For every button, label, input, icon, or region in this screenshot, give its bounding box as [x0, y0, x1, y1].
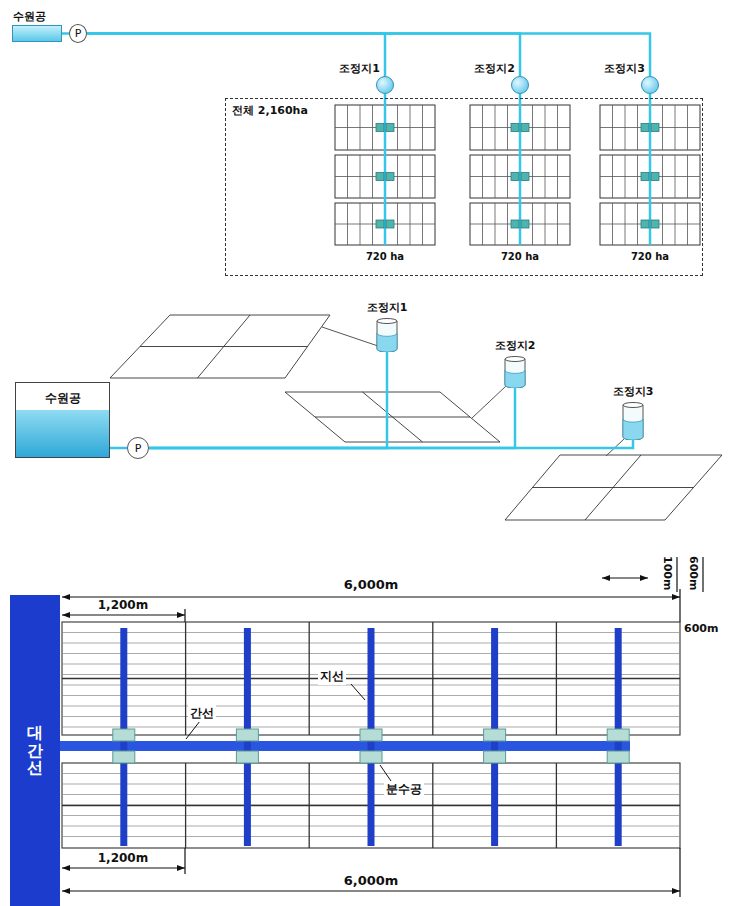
callout-label: 지선	[318, 668, 346, 685]
dimension-label: 1,200m	[96, 851, 150, 865]
node-heading: 조정지1	[339, 61, 380, 76]
regulating-tank: 조정지3	[622, 402, 644, 440]
water-source: 수원공	[15, 382, 110, 458]
node-heading: 조정지2	[474, 61, 515, 76]
node-heading: 수원공	[13, 9, 46, 24]
node-heading: 조정지2	[495, 338, 536, 353]
leader-line	[322, 327, 624, 456]
tank-outline	[504, 356, 526, 388]
callout-label: 분수공	[384, 781, 424, 798]
node-label: P	[135, 442, 142, 455]
main-canal: 대간선	[10, 595, 60, 906]
area-label: 720 ha	[501, 251, 539, 262]
scale-label: 600m	[687, 556, 700, 590]
pipe-line	[87, 34, 650, 77]
node-label: 수원공	[45, 390, 81, 457]
dimension-label: 600m	[684, 622, 718, 635]
dimension-label: 6,000m	[342, 873, 401, 888]
node-heading: 조정지3	[604, 61, 645, 76]
pump-symbol: P	[69, 24, 87, 43]
node-heading: 조정지1	[367, 300, 408, 315]
field-grid	[335, 94, 700, 245]
pipe-line	[87, 34, 520, 77]
node-label: 대간선	[27, 724, 43, 777]
pump-symbol: P	[127, 437, 149, 459]
service-area: 전체 2,160ha	[225, 98, 703, 276]
pipe-line	[62, 32, 69, 35]
regulating-pond: 조정지2	[511, 76, 529, 94]
pipe-line	[149, 388, 515, 448]
dimension-line	[62, 589, 680, 897]
callout-label: 간선	[188, 705, 216, 722]
dimension-label: 1,200m	[96, 598, 150, 612]
tank-outline	[376, 318, 398, 352]
tank-outline	[622, 402, 644, 440]
scale-bar	[602, 557, 703, 592]
regulating-tank: 조정지2	[504, 356, 526, 388]
field-parcel	[110, 315, 722, 520]
area-label: 720 ha	[631, 251, 669, 262]
pipe-line	[149, 352, 387, 448]
node-label: P	[75, 27, 82, 40]
regulating-pond: 조정지1	[376, 76, 394, 94]
area-label: 720 ha	[366, 251, 404, 262]
regulating-pond: 조정지3	[641, 76, 659, 94]
pipe-line	[110, 447, 127, 450]
scale-label: 100m	[661, 556, 674, 590]
node-label: 전체 2,160ha	[232, 103, 696, 118]
pipe-line	[149, 440, 633, 448]
dimension-label: 6,000m	[342, 577, 401, 592]
node-heading: 조정지3	[613, 384, 654, 399]
paddy-grid	[60, 622, 680, 848]
callout-leader	[186, 684, 391, 781]
pipe-line	[87, 34, 385, 77]
regulating-tank: 조정지1	[376, 318, 398, 352]
water-source: 수원공	[12, 25, 62, 42]
